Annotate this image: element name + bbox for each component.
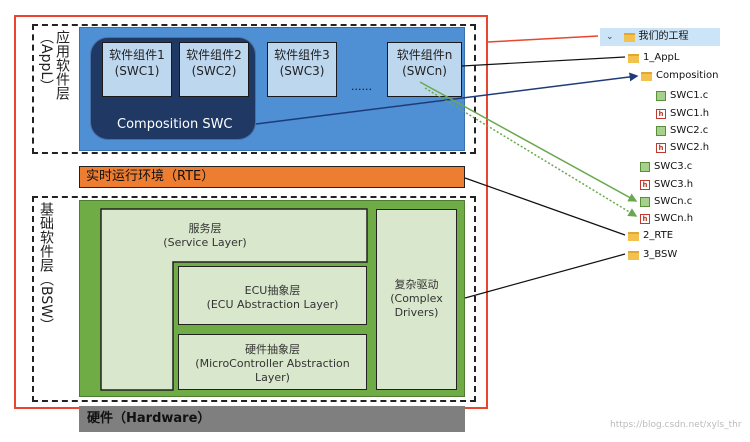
swc-id: (SWC3) [279,64,325,78]
complex-drivers-title: 复杂驱动 [394,278,439,291]
folder-icon [628,53,639,63]
tree-item-swc3-h[interactable]: h SWC3.h [640,178,693,192]
h-file-icon: h [656,143,666,153]
folder-icon [623,32,635,42]
folder-icon [628,231,639,241]
swc-name: 软件组件2 [186,48,242,62]
tree-item-label: SWC2.c [670,125,709,136]
h-file-icon: h [656,109,666,119]
line-appl-to-folder [461,56,626,67]
swc-box-2: 软件组件2 (SWC2) [179,42,249,97]
swc-box-1: 软件组件1 (SWC1) [102,42,172,97]
mcal-layer-title: 硬件抽象层 [245,343,300,356]
tree-item-swc2-h[interactable]: h SWC2.h [656,141,709,155]
line-frame-to-root [487,35,599,43]
line-composition-to-folder [255,72,639,125]
swc-name: 软件组件1 [109,48,165,62]
tree-item-label: 3_BSW [643,249,678,260]
tree-root-label: 我们的工程 [638,31,689,42]
bsw-layer-label: 基础软件层（BSW） [38,202,54,333]
folder-icon [641,71,652,81]
tree-item-label: SWC1.c [670,90,709,101]
tree-item-swc1-h[interactable]: h SWC1.h [656,107,709,121]
tree-item-label: SWC2.h [670,142,710,153]
swc-id: (SWCn) [402,64,447,78]
watermark: https://blog.csdn.net/xyls_thr [610,420,742,430]
tree-item-swcn-c[interactable]: SWCn.c [640,195,692,209]
hardware-bar: 硬件（Hardware） [79,406,465,432]
tree-item-bsw[interactable]: 3_BSW [628,248,677,262]
tree-item-swc1-c[interactable]: SWC1.c [656,89,708,103]
appl-layer-label: 应用软件层（AppL） [38,30,70,100]
tree-item-swc3-c[interactable]: SWC3.c [640,160,692,174]
c-file-icon [640,197,650,207]
line-rte-to-folder [464,177,626,236]
tree-item-rte[interactable]: 2_RTE [628,229,673,243]
tree-item-label: SWC3.h [654,179,694,190]
h-file-icon: h [640,180,650,190]
line-swcn-to-h [424,87,638,217]
c-file-icon [640,162,650,172]
service-layer: 服务层 (Service Layer) [150,222,260,250]
mcal-layer: 硬件抽象层 (MicroController Abstraction Layer… [178,334,367,390]
line-swcn-to-c [419,81,638,202]
tree-item-swc2-c[interactable]: SWC2.c [656,124,708,138]
service-layer-title: 服务层 [188,222,222,235]
line-bsw-to-folder [464,253,626,299]
swc-name: 软件组件n [396,48,453,62]
composition-label: Composition SWC [117,117,233,132]
swc-ellipsis: ...... [351,80,372,93]
swc-box-n: 软件组件n (SWCn) [387,42,462,97]
mcal-layer-subtitle: (MicroController Abstraction Layer) [195,357,350,384]
tree-item-label: SWC1.h [670,108,710,119]
tree-item-label: 1_AppL [643,52,680,63]
folder-icon [628,250,639,260]
tree-item-label: SWCn.h [654,213,694,224]
tree-item-appl[interactable]: 1_AppL [628,51,679,65]
ecu-layer-title: ECU抽象层 [244,284,301,297]
tree-item-label: SWCn.c [654,196,693,207]
swc-id: (SWC1) [114,64,160,78]
bsw-dashed-region [32,196,476,402]
ecu-abstraction-layer: ECU抽象层 (ECU Abstraction Layer) [178,266,367,325]
ecu-layer-subtitle: (ECU Abstraction Layer) [206,298,339,311]
c-file-icon [656,126,666,136]
tree-root[interactable]: ⌄ 我们的工程 [600,28,720,46]
tree-item-label: 2_RTE [643,230,674,241]
appl-dashed-region [32,24,476,154]
tree-item-label: SWC3.c [654,161,693,172]
swc-id: (SWC2) [191,64,237,78]
service-layer-subtitle: (Service Layer) [163,236,247,249]
tree-item-swcn-h[interactable]: h SWCn.h [640,212,693,226]
chevron-down-icon: ⌄ [606,32,614,42]
swc-name: 软件组件3 [274,48,330,62]
rte-bar: 实时运行环境（RTE） [79,166,465,188]
tree-item-composition[interactable]: Composition [641,69,718,83]
tree-item-label: Composition [656,70,719,81]
h-file-icon: h [640,214,650,224]
complex-drivers-subtitle: (Complex Drivers) [390,292,443,319]
complex-drivers: 复杂驱动 (Complex Drivers) [376,209,457,390]
swc-box-3: 软件组件3 (SWC3) [267,42,337,97]
c-file-icon [656,91,666,101]
